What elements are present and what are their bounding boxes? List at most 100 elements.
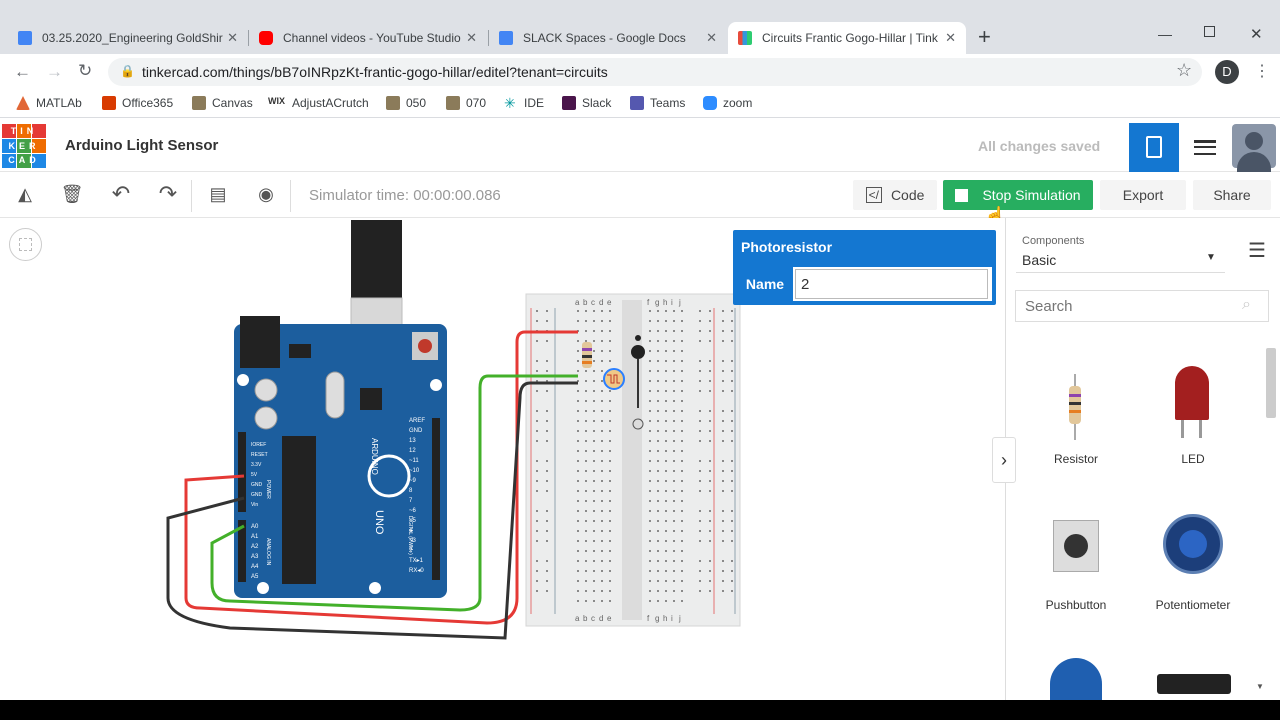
bookmark-zoom[interactable]: zoom [703,96,752,110]
stop-simulation-button[interactable]: Stop Simulation [943,180,1093,210]
breadboard-hole [601,560,603,562]
dropdown-label: Components [1022,235,1085,247]
breadboard-hole [609,590,611,592]
breadboard-hole [731,480,733,482]
bookmark-slack[interactable]: Slack [562,96,611,110]
url-field[interactable]: 🔒 tinkercad.com/things/bB7oINRpzKt-frant… [108,58,1202,86]
breadboard-col-label: c [591,298,595,307]
browser-menu-icon[interactable]: ⋮ [1254,63,1270,80]
breadboard-hole [722,410,724,412]
breadboard-hole [577,540,579,542]
breadboard-hole [609,510,611,512]
fit-icon [19,238,32,251]
back-arrow-icon[interactable]: ← [14,62,31,81]
export-button[interactable]: Export [1100,180,1186,210]
close-tab-icon[interactable]: ✕ [466,30,477,45]
bookmark-star-icon[interactable]: ☆ [1176,60,1193,80]
bookmark-050[interactable]: 050 [386,96,426,110]
user-avatar[interactable] [1232,124,1276,172]
partial-slideswitch-icon[interactable] [1157,674,1231,694]
visibility-icon[interactable]: ◉ [258,184,274,204]
list-view-icon[interactable]: ☰ [1248,240,1266,262]
code-button[interactable]: </Code [853,180,937,210]
breadboard-hole [609,420,611,422]
search-box[interactable]: ⌕ [1015,290,1269,322]
led-item[interactable] [1169,366,1219,442]
project-title[interactable]: Arduino Light Sensor [65,137,219,154]
restore-window-icon[interactable] [1204,26,1215,37]
breadboard-hole [665,530,667,532]
breadboard-hole [585,440,587,442]
wix-icon: WIX [268,96,285,106]
breadboard-hole [546,460,548,462]
resistor-item[interactable] [1046,366,1106,456]
bookmark-ide[interactable]: ✳IDE [504,96,544,110]
close-tab-icon[interactable]: ✕ [706,30,717,45]
rotate-icon[interactable]: ◭ [18,184,32,204]
share-button[interactable]: Share [1193,180,1271,210]
breadboard-hole [709,420,711,422]
breadboard-hole [681,550,683,552]
forward-arrow-icon[interactable]: → [46,62,63,81]
breadboard-hole [709,310,711,312]
close-tab-icon[interactable]: ✕ [945,30,956,45]
circuit-view-button[interactable] [1129,123,1179,172]
reload-icon[interactable]: ↻ [78,61,93,80]
breadboard-hole [673,510,675,512]
bookmark-office365[interactable]: Office365 [102,96,173,110]
component-list-button[interactable] [1181,123,1229,172]
breadboard-hole [577,310,579,312]
breadboard-hole [585,400,587,402]
redo-icon[interactable]: ↷ [158,181,178,206]
breadboard-hole [665,390,667,392]
fit-view-button[interactable] [9,228,42,261]
breadboard-hole [601,460,603,462]
close-window-icon[interactable]: ✕ [1250,26,1263,43]
breadboard-hole [536,470,538,472]
search-input[interactable] [1016,291,1236,321]
breadboard-hole [681,520,683,522]
delete-icon[interactable]: 🗑 [60,184,84,204]
breadboard-hole [722,590,724,592]
breadboard-hole [593,370,595,372]
browser-tab-engineering[interactable]: 03.25.2020_Engineering GoldShir ✕ [8,22,248,54]
panel-collapse-button[interactable]: › [992,437,1016,483]
new-tab-button[interactable]: + [978,24,991,49]
bookmark-matlab[interactable]: MATLAb [16,96,82,110]
browser-tab-slack-doc[interactable]: SLACK Spaces - Google Docs ✕ [489,22,727,54]
potentiometer-item[interactable] [1161,514,1225,584]
breadboard-hole [577,520,579,522]
scrollbar-thumb[interactable] [1266,348,1276,418]
minimize-window-icon[interactable]: — [1158,26,1172,42]
browser-tab-youtube[interactable]: Channel videos - YouTube Studio ✕ [249,22,487,54]
breadboard-hole [601,500,603,502]
digital-pin-label: 2 [409,548,413,554]
components-dropdown[interactable]: Components Basic ▼ [1016,229,1225,273]
close-tab-icon[interactable]: ✕ [227,30,238,45]
breadboard-hole [593,540,595,542]
bookmark-canvas[interactable]: Canvas [192,96,253,110]
breadboard-hole [722,370,724,372]
bookmark-070[interactable]: 070 [446,96,486,110]
undo-icon[interactable]: ↶ [111,181,131,206]
breadboard-hole [546,340,548,342]
breadboard-hole [585,500,587,502]
notes-icon[interactable]: ▤ [209,184,227,204]
breadboard-hole [593,510,595,512]
scroll-down-icon[interactable]: ▼ [1256,682,1264,691]
breadboard-hole [601,390,603,392]
breadboard-hole [649,410,651,412]
breadboard-hole [673,470,675,472]
pushbutton-item[interactable] [1053,516,1101,578]
browser-tab-tinkercad[interactable]: Circuits Frantic Gogo-Hillar | Tink ✕ [728,22,966,54]
breadboard-hole [585,590,587,592]
tinkercad-logo[interactable] [2,124,46,168]
bookmark-teams[interactable]: Teams [630,96,685,110]
tab-title: Circuits Frantic Gogo-Hillar | Tink [762,31,938,45]
name-field[interactable] [795,269,988,299]
profile-avatar[interactable]: D [1215,60,1239,84]
partial-component-icon[interactable] [1050,658,1102,700]
